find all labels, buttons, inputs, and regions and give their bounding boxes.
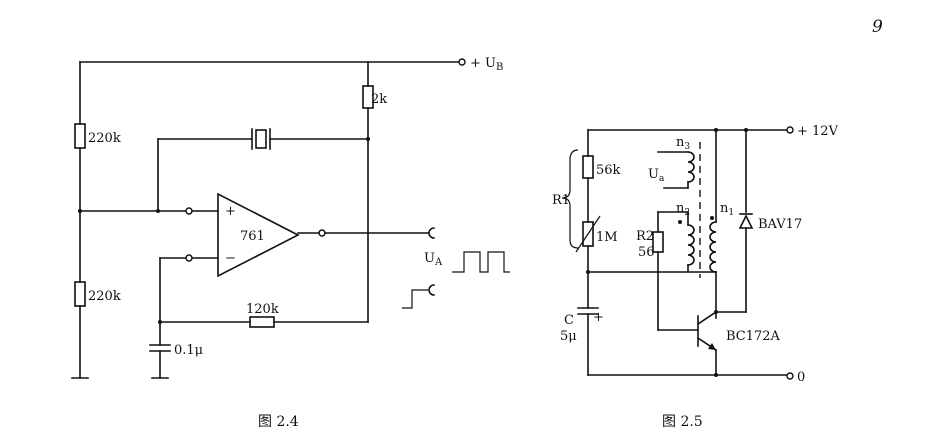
figure-caption-2-4: 图 2.4 — [258, 414, 299, 430]
transistor-label: BC172A — [726, 329, 781, 344]
output-label: UA — [424, 251, 443, 268]
cap-c-plus: + — [593, 310, 604, 325]
winding-n2 — [687, 224, 695, 266]
opamp-output-node — [318, 229, 326, 237]
rail-12v-terminal — [786, 126, 794, 134]
crystal — [255, 129, 267, 149]
resistor-120k-label: 120k — [246, 302, 279, 317]
plus-input-node — [185, 207, 193, 215]
ground-connector-wire — [402, 289, 428, 309]
page-number: 9 — [872, 17, 883, 37]
figure-2-5: + 12V 0 56k 1M R1 + C 5μ n3 Ua — [552, 124, 839, 430]
winding-n3 — [687, 151, 695, 183]
junction-dot — [714, 310, 718, 314]
ground-connector — [428, 284, 435, 296]
winding-dot — [678, 220, 682, 224]
r2-value: 56 — [638, 245, 655, 260]
r1-label: R1 — [552, 193, 570, 208]
resistor-56k-label: 56k — [596, 163, 621, 178]
junction-dot — [366, 137, 370, 141]
opamp-label: 761 — [240, 229, 265, 244]
winding-dot — [710, 216, 714, 220]
winding-n1-label: n1 — [720, 201, 734, 218]
opamp-plus: + — [225, 204, 236, 219]
ua-label: Ua — [648, 167, 665, 184]
diode-label: BAV17 — [758, 217, 802, 232]
square-wave-symbol — [452, 251, 510, 273]
supply-label: + UB — [470, 56, 503, 73]
pot-1m-label: 1M — [596, 230, 618, 245]
pot-arrow — [575, 215, 601, 253]
transistor-collector — [696, 310, 718, 326]
capacitor-label: 0.1μ — [174, 343, 203, 358]
figure-caption-2-5: 图 2.5 — [662, 414, 703, 430]
cap-c-value: 5μ — [560, 329, 577, 344]
output-connector — [428, 227, 435, 239]
junction-dot — [714, 128, 718, 132]
cap-c-label: C — [564, 313, 574, 328]
rail-ground-terminal — [786, 372, 794, 380]
resistor-220k-bottom — [74, 281, 86, 307]
rail-12v-label: + 12V — [797, 124, 839, 139]
resistor-120k — [249, 316, 275, 328]
resistor-220k-top-label: 220k — [88, 131, 121, 146]
resistor-220k-top — [74, 123, 86, 149]
emitter-arrow — [708, 343, 716, 350]
diode-triangle — [738, 214, 754, 229]
opamp-minus: − — [225, 251, 236, 266]
winding-n1 — [709, 221, 717, 273]
junction-dot — [744, 128, 748, 132]
rail-ground-label: 0 — [797, 370, 805, 385]
junction-dot — [156, 209, 160, 213]
junction-dot — [714, 373, 718, 377]
winding-n3-label: n3 — [676, 135, 690, 152]
opamp-triangle — [217, 192, 300, 278]
junction-dot — [78, 209, 82, 213]
junction-dot — [586, 270, 590, 274]
figure-2-4: + UB 220k 220k 2k + − 761 U — [71, 56, 510, 430]
resistor-56k — [582, 155, 594, 179]
supply-terminal — [458, 58, 466, 66]
r1-brace — [561, 149, 579, 249]
minus-input-node — [185, 254, 193, 262]
resistor-2k-label: 2k — [371, 92, 387, 107]
r2-label: R2 — [636, 229, 654, 244]
junction-dot — [158, 320, 162, 324]
resistor-220k-bottom-label: 220k — [88, 289, 121, 304]
